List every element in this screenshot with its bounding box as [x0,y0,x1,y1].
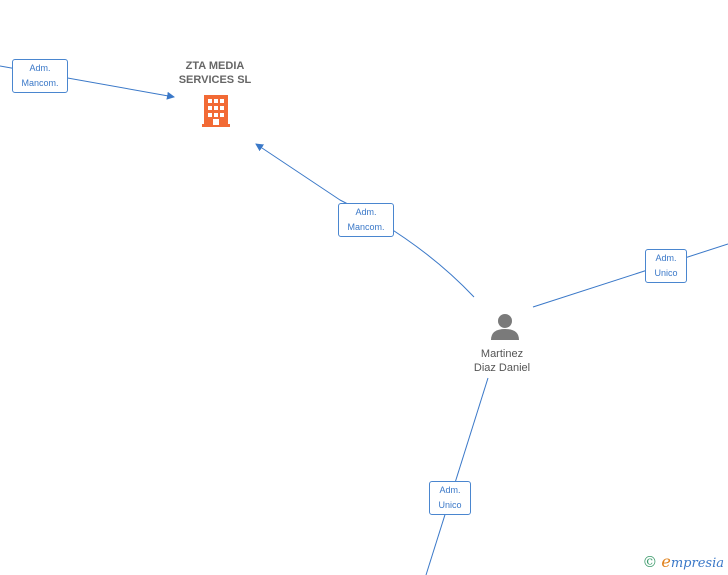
company-name[interactable]: ZTA MEDIA SERVICES SL [160,59,270,87]
edge-label-left-company[interactable]: Adm. Mancom. [12,59,68,93]
watermark-brand-initial: e [661,552,671,571]
edge-label-line2: Unico [654,268,678,278]
edge-label-person-right[interactable]: Adm. Unico [645,249,687,283]
company-name-line2: SERVICES SL [178,74,252,86]
person-name-line1: Martinez [480,348,524,360]
person-name[interactable]: Martinez Diaz Daniel [452,347,552,375]
watermark-brand-rest: mpresia [670,556,724,571]
edge-label-line2: Unico [438,500,462,510]
edge-label-line1: Adm. [355,207,377,217]
edge-label-line1: Adm. [29,63,51,73]
edge-line-person-to-bottom [425,377,489,575]
edge-label-line2: Mancom. [21,78,59,88]
edge-label-person-bottom[interactable]: Adm. Unico [429,481,471,515]
edge-label-line2: Mancom. [347,222,385,232]
edge-label-person-company[interactable]: Adm. Mancom. [338,203,394,237]
person-icon[interactable] [491,314,519,340]
person-name-line2: Diaz Daniel [473,362,531,374]
copyright-icon: © [642,552,658,571]
edge-label-line1: Adm. [655,253,677,263]
building-icon[interactable] [202,95,230,127]
company-name-line1: ZTA MEDIA [185,60,245,72]
edge-line-person-to-right [532,243,728,308]
watermark-brand: empresia [661,552,724,571]
edge-label-line1: Adm. [439,485,461,495]
empresia-watermark: © empresia [642,552,724,571]
